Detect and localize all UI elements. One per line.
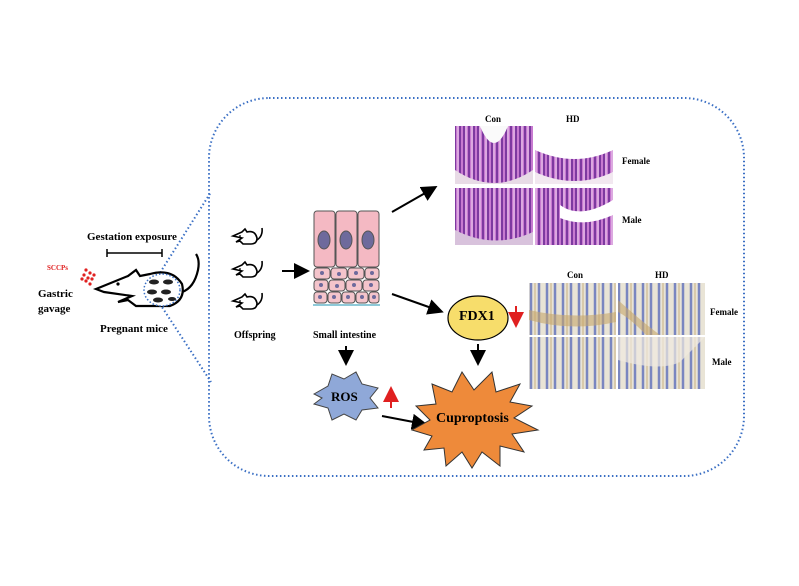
dotted-frame bbox=[208, 97, 745, 477]
exposure-label: Gestation exposure bbox=[87, 231, 177, 243]
he-col-label-con: Con bbox=[485, 114, 502, 124]
intestine-epithelium-icon bbox=[313, 210, 380, 306]
sccps-label: SCCPs bbox=[47, 264, 69, 272]
ros-label: ROS bbox=[331, 389, 358, 404]
zoom-line-top bbox=[157, 191, 212, 277]
cuproptosis-starburst-shape bbox=[410, 370, 540, 469]
he-histology-panel bbox=[455, 126, 613, 245]
ihc-col-label-con: Con bbox=[567, 270, 584, 280]
arrow-ros-to-cuproptosis bbox=[381, 413, 428, 430]
route-label-line1: Gastric bbox=[38, 288, 73, 300]
he-row-label-female: Female bbox=[622, 156, 650, 166]
ihc-row-label-male: Male bbox=[712, 357, 732, 367]
ihc-row-label-female: Female bbox=[710, 307, 738, 317]
cuproptosis-label: Cuproptosis bbox=[436, 411, 509, 426]
ihc-col-label-hd: HD bbox=[655, 270, 669, 280]
he-row-label-male: Male bbox=[622, 215, 642, 225]
offspring-mice-icon bbox=[230, 227, 263, 310]
offspring-label: Offspring bbox=[234, 330, 276, 341]
he-col-label-hd: HD bbox=[566, 114, 580, 124]
ros-star-shape bbox=[312, 371, 379, 421]
arrow-intestine-to-he bbox=[391, 186, 438, 213]
pregnant-mouse-icon bbox=[92, 253, 200, 308]
arrow-intestine-to-fdx1 bbox=[391, 293, 444, 315]
small-intestine-label: Small intestine bbox=[313, 330, 377, 341]
zoom-line-bottom bbox=[159, 303, 212, 383]
pregnant-mice-label: Pregnant mice bbox=[100, 323, 168, 335]
sccps-dots-icon bbox=[80, 268, 96, 286]
ihc-fdx1-panel bbox=[529, 283, 705, 389]
route-label-line2: gavage bbox=[38, 303, 71, 315]
exposure-timeline-bar bbox=[106, 249, 163, 257]
fdx1-label: FDX1 bbox=[459, 309, 495, 324]
